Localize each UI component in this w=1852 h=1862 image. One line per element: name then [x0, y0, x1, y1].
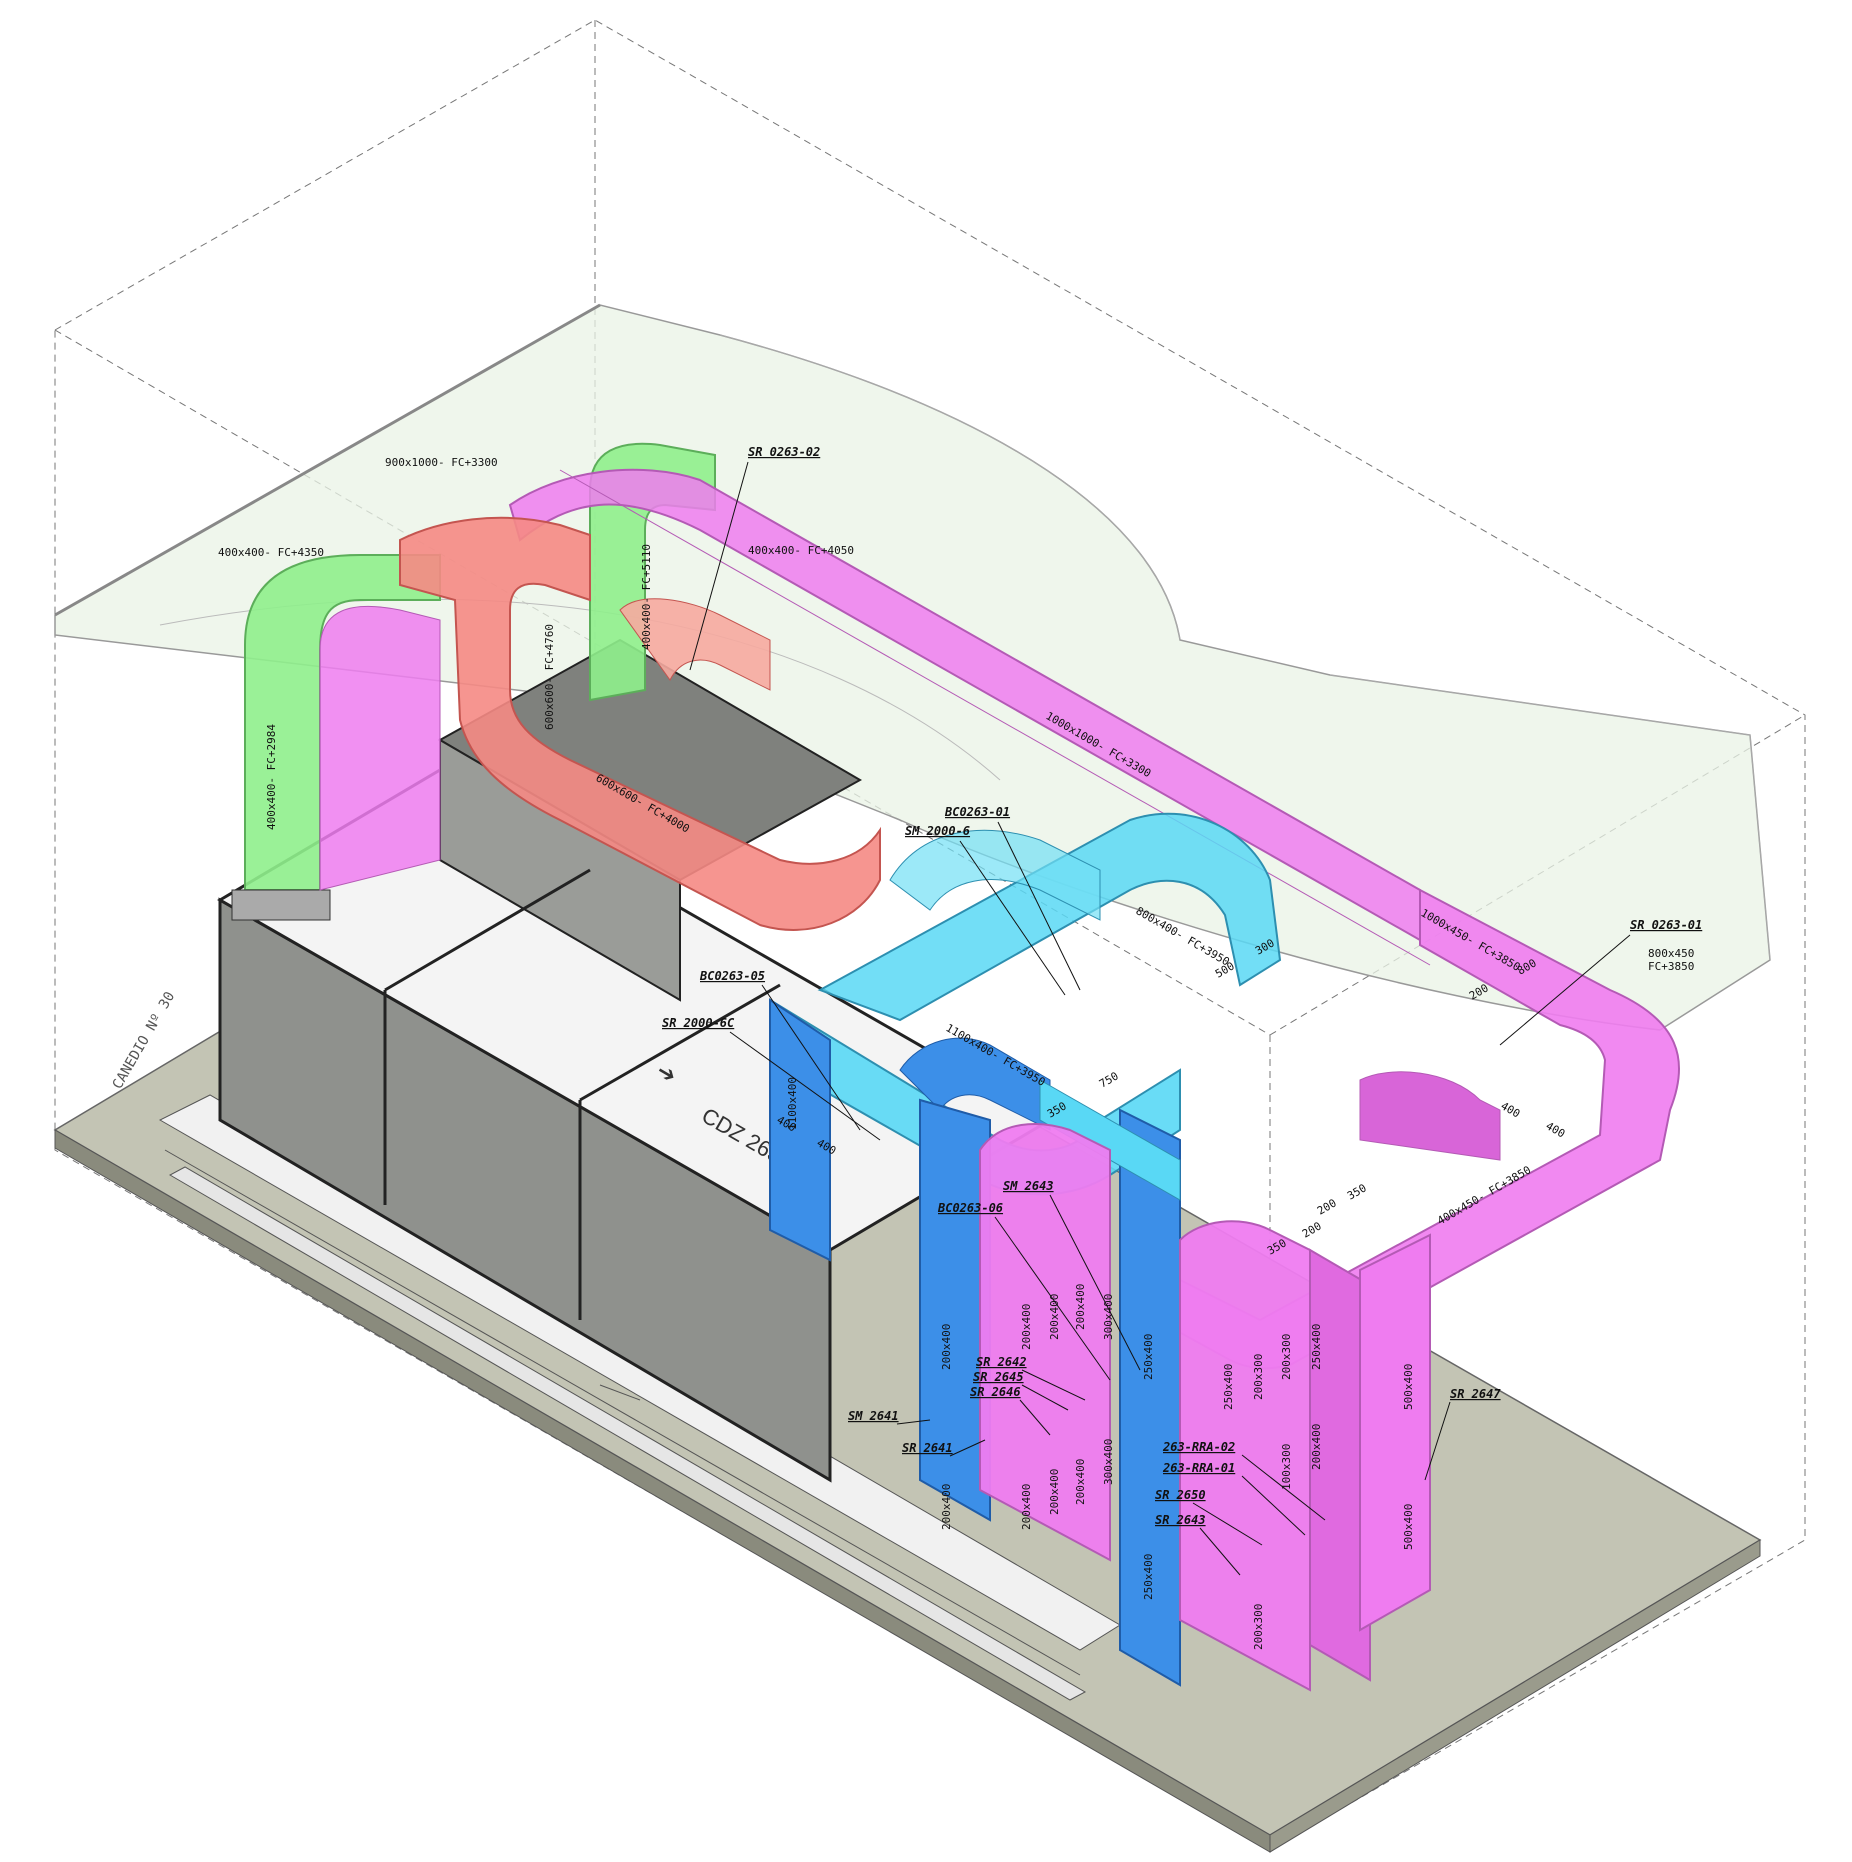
- riser-label-1: 200x400: [940, 1484, 953, 1530]
- tag-14: 263-RRA-01: [1162, 1461, 1235, 1475]
- tag-2: SM 2000-6: [905, 824, 970, 838]
- riser-label-0: 200x400: [940, 1324, 953, 1370]
- dim-4: 750: [1097, 1069, 1121, 1090]
- riser-label-4: 200x400: [1074, 1284, 1087, 1330]
- dim-9: 400: [1544, 1119, 1568, 1140]
- tag-11: SM 2641: [848, 1409, 899, 1423]
- dim-10: 350: [1345, 1181, 1369, 1202]
- tag-5: SR 0263-01: [1630, 918, 1702, 932]
- tag-16: SR 2643: [1155, 1513, 1206, 1527]
- duct-label-4: 600x600- FC+4760: [543, 624, 556, 730]
- duct-label-10: 800x450: [1648, 947, 1694, 960]
- riser-label-7: 200x400: [1074, 1459, 1087, 1505]
- riser-label-15: 200x300: [1252, 1604, 1265, 1650]
- riser-label-6: 200x400: [1048, 1469, 1061, 1515]
- riser-label-11: 250x400: [1142, 1554, 1155, 1600]
- riser-label-10: 250x400: [1142, 1334, 1155, 1380]
- green-supply-ducts: [231, 442, 716, 921]
- dim-11: 200: [1315, 1196, 1339, 1217]
- equipment-tags: SR 0263-02 BC0263-01 SM 2000-6 BC0263-05…: [662, 445, 1702, 1576]
- dim-13: 200: [1300, 1219, 1324, 1240]
- tag-1: BC0263-01: [944, 805, 1010, 819]
- magenta-risers: [979, 1123, 1431, 1692]
- duct-label-11: FC+3850: [1648, 960, 1694, 973]
- tag-12: SR 2641: [902, 1441, 953, 1455]
- tag-9: SR 2645: [973, 1370, 1024, 1384]
- riser-label-2: 200x400: [1020, 1304, 1033, 1350]
- riser-label-14: 200x300: [1280, 1334, 1293, 1380]
- duct-label-6: 400x400- FC+2984: [265, 724, 278, 830]
- riser-label-17: 250x400: [1310, 1324, 1323, 1370]
- riser-label-19: 500x400: [1402, 1364, 1415, 1410]
- tag-3: BC0263-05: [699, 969, 765, 983]
- riser-size-labels: 200x400 200x400 200x400 200x400 200x400 …: [940, 1284, 1415, 1650]
- tag-15: SR 2650: [1155, 1488, 1206, 1502]
- duct-label-2: 400x400- FC+4050: [748, 544, 854, 557]
- red-exhaust-ducts: [399, 516, 881, 931]
- riser-label-16: 100x300: [1280, 1444, 1293, 1490]
- riser-label-18: 200x400: [1310, 1424, 1323, 1470]
- riser-label-20: 500x400: [1402, 1504, 1415, 1550]
- tag-10: SR 2646: [970, 1385, 1021, 1399]
- riser-label-13: 200x300: [1252, 1354, 1265, 1400]
- tag-8: SR 2642: [976, 1355, 1027, 1369]
- tag-17: SR 2647: [1450, 1387, 1501, 1401]
- riser-label-8: 300x400: [1102, 1294, 1115, 1340]
- duct-label-13: 1100x400: [786, 1077, 799, 1130]
- tag-13: 263-RRA-02: [1162, 1440, 1235, 1454]
- tag-6: SM 2643: [1003, 1179, 1054, 1193]
- dim-8: 400: [1499, 1099, 1523, 1120]
- duct-label-1: 400x400- FC+4350: [218, 546, 324, 559]
- air-handling-unit: CDZ 263 ➔: [217, 638, 1053, 1483]
- riser-label-5: 200x400: [1020, 1484, 1033, 1530]
- riser-label-9: 300x400: [1102, 1439, 1115, 1485]
- duct-label-3: 400x400- FC+5110: [640, 544, 653, 650]
- riser-label-3: 200x400: [1048, 1294, 1061, 1340]
- tag-0: SR 0263-02: [748, 445, 820, 459]
- magenta-return-upper: [319, 468, 1431, 966]
- tag-4: SR 2000-6C: [662, 1016, 735, 1030]
- riser-label-12: 250x400: [1222, 1364, 1235, 1410]
- duct-label-0: 900x1000- FC+3300: [385, 456, 498, 469]
- tag-7: BC0263-06: [937, 1201, 1003, 1215]
